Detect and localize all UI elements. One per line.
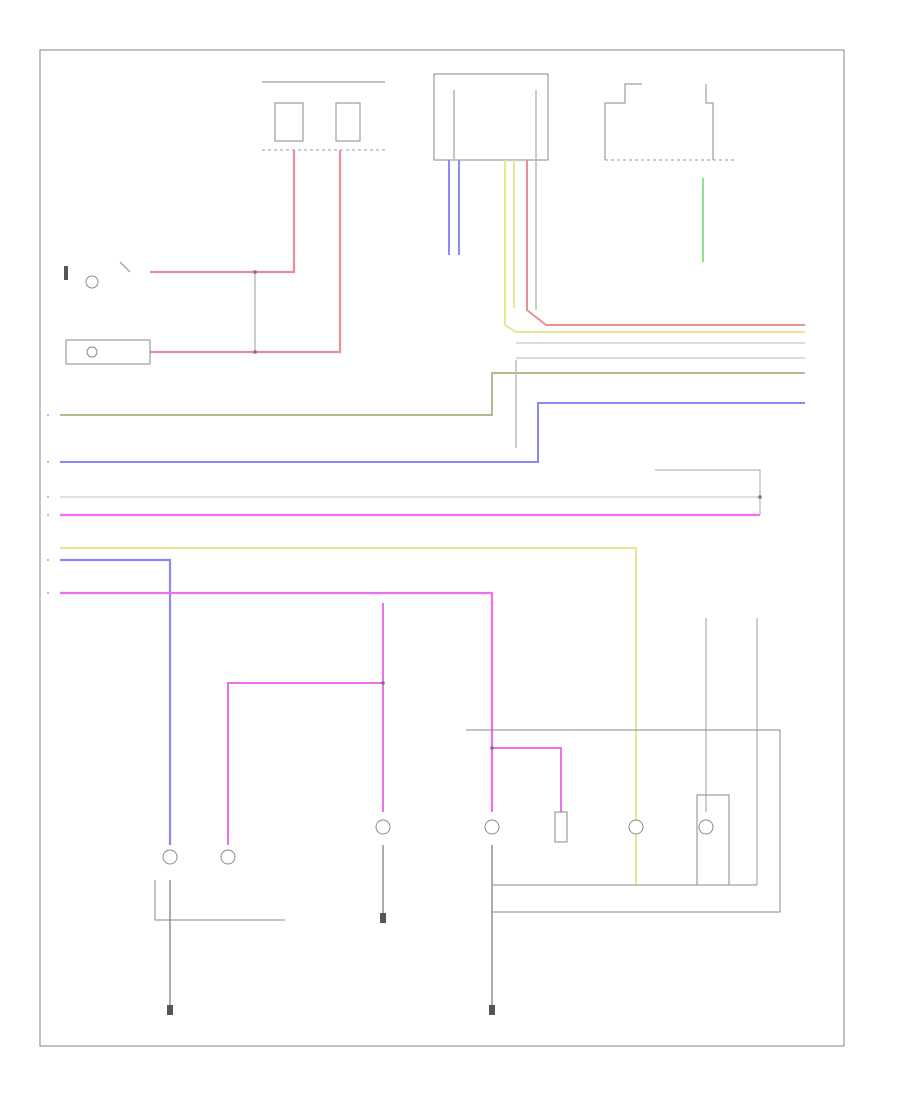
right-ground-lamp	[65, 339, 151, 365]
wire-red-1	[150, 150, 296, 274]
diagram-frame	[39, 49, 845, 1047]
wire-pink-main	[60, 591, 494, 812]
lower-mid-lamp-1	[484, 819, 500, 835]
wire-blue-main	[60, 558, 172, 845]
lower-right-lamp-1	[628, 819, 644, 835]
wire-right-gray-stub	[655, 469, 761, 515]
left-ground-lamp	[64, 261, 131, 289]
relay-block-top-right	[604, 83, 737, 161]
ground-right	[489, 1005, 495, 1015]
left-lamp-housing	[154, 880, 285, 921]
wire-pink-bundle	[526, 160, 805, 326]
wire-pink-branch	[227, 682, 383, 845]
lower-center-lamp	[375, 819, 391, 835]
wire-olive-bus	[60, 372, 805, 416]
connector-block-top-center	[433, 73, 549, 161]
wire-red-2	[150, 150, 342, 354]
wire-pink-mid	[492, 747, 562, 812]
wire-yellow-bundle	[504, 160, 805, 333]
ground-center	[380, 913, 386, 923]
bus-terminals	[47, 414, 49, 594]
lower-left-lamp-1	[162, 849, 178, 865]
ground-left	[167, 1005, 173, 1015]
right-lamp-housing	[466, 729, 781, 913]
wire-yellow-bus	[60, 547, 637, 885]
fuse-block-top-left	[262, 81, 385, 151]
splice-points	[253, 270, 762, 750]
wire-blue-bus	[60, 402, 805, 463]
lower-mid-lamp-2	[554, 811, 568, 843]
lower-left-lamp-2	[220, 849, 236, 865]
lower-right-lamp-2	[698, 819, 714, 835]
